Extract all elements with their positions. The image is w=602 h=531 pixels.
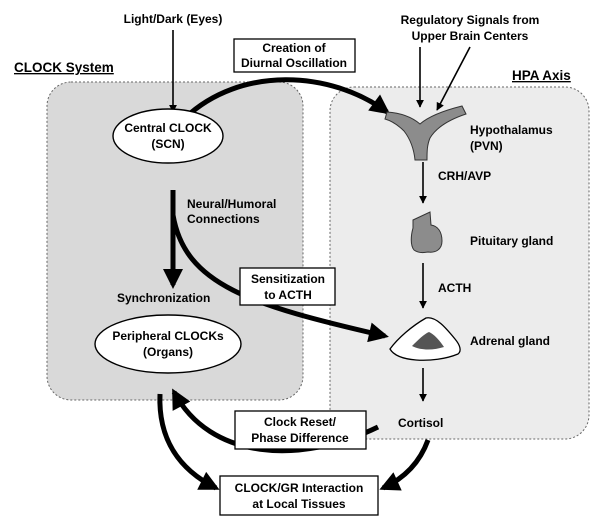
central-clock-line1: Central CLOCK — [124, 121, 212, 135]
hpa-axis-title: HPA Axis — [512, 68, 571, 83]
upper-brain-label-line2: Upper Brain Centers — [412, 29, 529, 43]
clock-gr-interaction-box — [219, 475, 379, 516]
sensitization-line1: Sensitization — [251, 272, 325, 286]
upper-brain-arrow-2 — [436, 46, 471, 111]
peripheral-to-interaction-arrow — [157, 393, 220, 491]
peripheral-clocks-node — [94, 314, 242, 374]
adrenal-label: Adrenal gland — [470, 334, 550, 348]
upper-brain-label-line1: Regulatory Signals from — [401, 13, 540, 27]
acth-label: ACTH — [438, 281, 471, 295]
clock-reset-line1: Clock Reset/ — [264, 415, 337, 429]
diurnal-oscillation-box — [233, 38, 356, 73]
scn-to-hypothalamus-arrow — [183, 77, 391, 120]
clock-system-title: CLOCK System — [14, 60, 114, 75]
interaction-line1: CLOCK/GR Interaction — [235, 481, 364, 495]
hpa-axis-panel — [329, 86, 590, 440]
neural-humoral-line2: Connections — [187, 212, 260, 226]
sensitization-box — [239, 267, 336, 306]
diurnal-line1: Creation of — [262, 41, 326, 55]
clock-reset-box — [234, 410, 367, 450]
adrenal-core-shape — [412, 332, 444, 350]
pituitary-shape — [410, 211, 443, 254]
light-dark-input-label: Light/Dark (Eyes) — [124, 12, 223, 26]
cortisol-to-interaction-arrow — [379, 439, 431, 491]
central-clock-line2: (SCN) — [151, 137, 184, 151]
interaction-line2: at Local Tissues — [252, 497, 345, 511]
crh-avp-label: CRH/AVP — [438, 169, 491, 183]
diurnal-line2: Diurnal Oscillation — [241, 56, 347, 70]
neural-humoral-line1: Neural/Humoral — [187, 197, 276, 211]
hypothalamus-shape — [384, 105, 467, 161]
pituitary-label: Pituitary gland — [470, 234, 553, 248]
scn-to-adrenal-arrow — [170, 214, 389, 343]
central-clock-node — [112, 108, 224, 164]
hypothalamus-line1: Hypothalamus — [470, 123, 553, 137]
cortisol-label: Cortisol — [398, 416, 443, 430]
sensitization-line2: to ACTH — [264, 288, 312, 302]
peripheral-line2: (Organs) — [143, 345, 193, 359]
hypothalamus-line2: (PVN) — [470, 139, 503, 153]
synchronization-label: Synchronization — [117, 291, 210, 305]
peripheral-line1: Peripheral CLOCKs — [112, 329, 224, 343]
clock-reset-line2: Phase Difference — [251, 431, 349, 445]
